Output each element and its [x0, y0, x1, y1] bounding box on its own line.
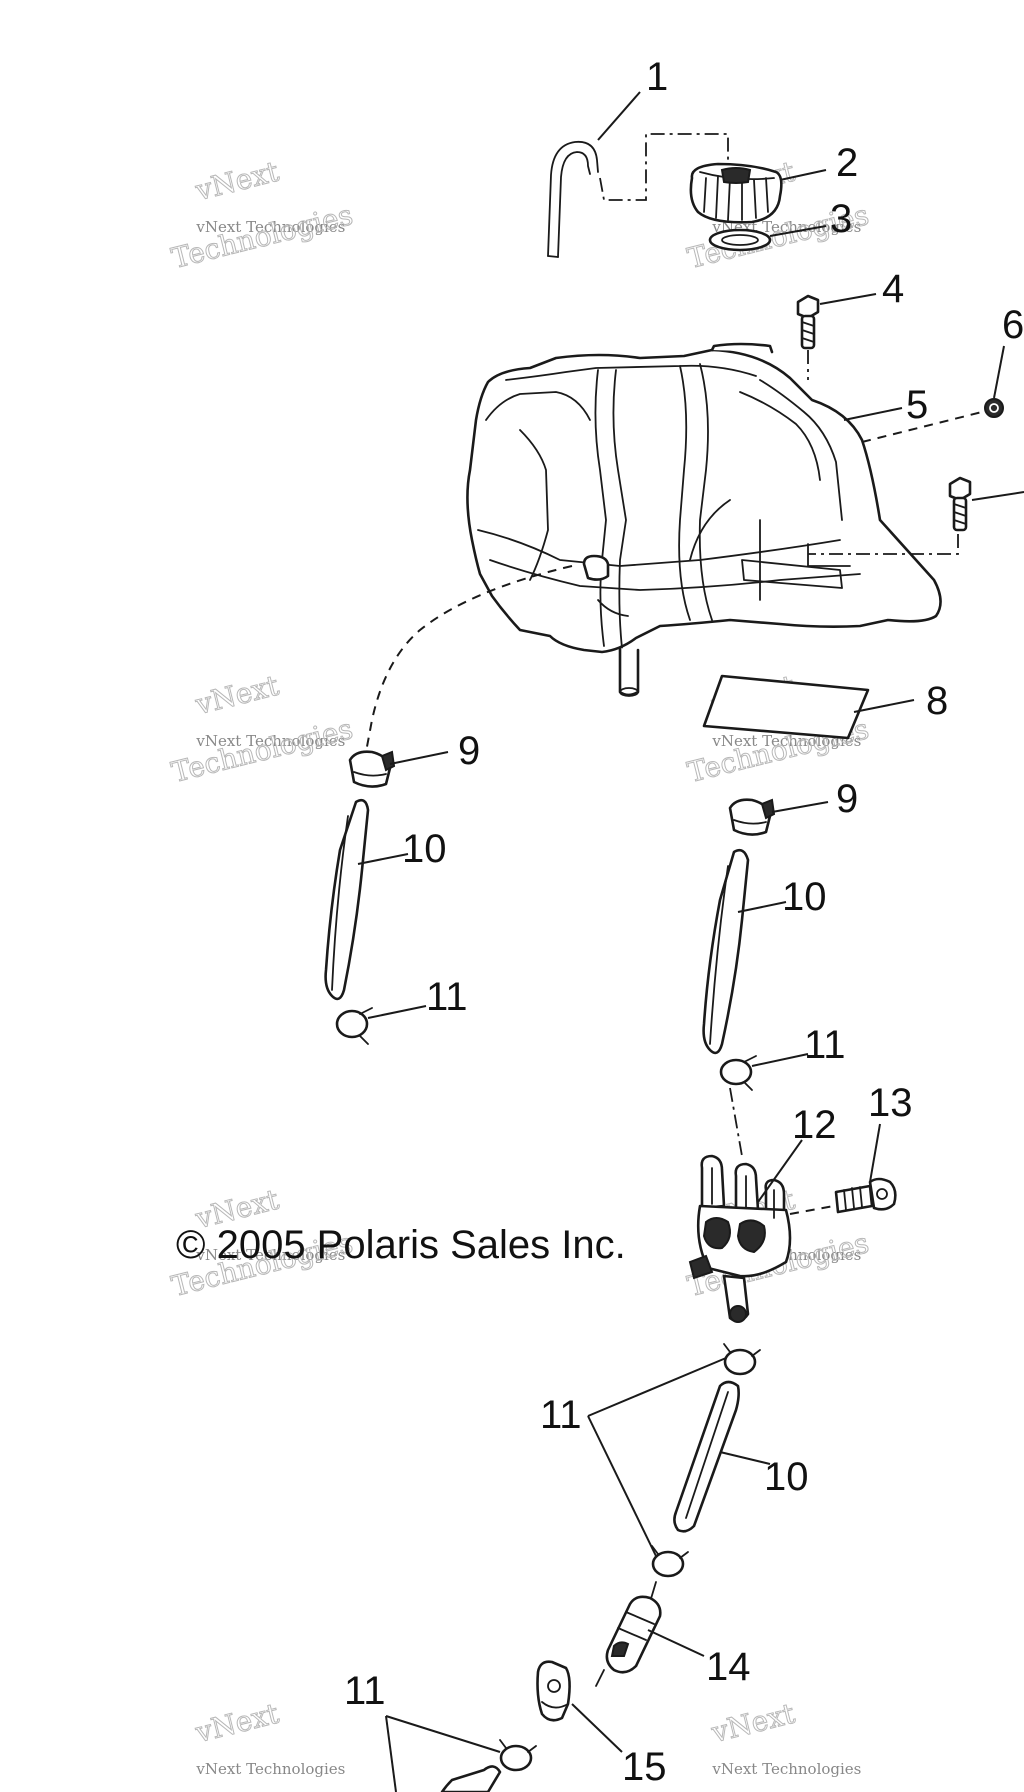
watermark-group-3: vNext vNext Technologies Technologies [168, 668, 357, 789]
callout-11-right: 11 [804, 1023, 846, 1067]
leader-line-11-bottom-a [385, 1715, 501, 1753]
leader-line-13 [869, 1123, 881, 1183]
part-9-clamp-left[interactable] [348, 750, 396, 788]
part-4-bolt[interactable] [796, 294, 820, 350]
part-6-grommet[interactable] [984, 398, 1004, 418]
part-3-cap-gasket[interactable] [708, 228, 772, 252]
watermark-small-text: vNext Technologies [711, 1760, 861, 1778]
callout-4: 4 [882, 267, 904, 311]
callout-6: 6 [1002, 303, 1024, 347]
leader-line-1 [597, 91, 641, 141]
leader-line-9-left [389, 751, 449, 765]
part-8-decal[interactable] [702, 674, 870, 740]
part-11-clamp-lower-upper[interactable] [723, 1343, 761, 1376]
watermark-tilted-text: vNext [192, 1697, 283, 1750]
mount-bolt-alignment-line [808, 534, 959, 555]
watermark-group-8: vNext vNext Technologies [707, 1696, 861, 1778]
watermark-small-text: vNext Technologies [195, 1246, 345, 1264]
watermark-group-7: vNext vNext Technologies [191, 1696, 345, 1778]
watermark-small-text: vNext Technologies [195, 1760, 345, 1778]
leader-line-2 [779, 169, 827, 181]
part-11-clamp-left[interactable] [335, 1007, 373, 1045]
valve-bolt-alignment-line [789, 1205, 835, 1215]
part-10-fuel-hose-right[interactable] [702, 848, 750, 1055]
leader-line-7 [971, 491, 1024, 501]
leader-line-11-left [367, 1005, 427, 1019]
watermark-big-text: Technologies [168, 712, 356, 789]
part-12-fuel-valve[interactable] [688, 1154, 792, 1323]
callout-15: 15 [622, 1745, 667, 1789]
callout-11-bottom: 11 [344, 1669, 386, 1713]
grommet-alignment-line [861, 411, 983, 443]
leader-line-10-right [737, 901, 787, 913]
leader-line-8 [853, 699, 915, 713]
leader-line-4 [819, 293, 877, 305]
part-14-fuel-filter[interactable] [595, 1581, 662, 1687]
callout-9-right: 9 [836, 777, 858, 821]
callout-5: 5 [906, 383, 928, 427]
leader-line-5 [843, 407, 903, 421]
watermark-small-text: vNext Technologies [195, 218, 345, 236]
watermark-big-text: Technologies [168, 198, 356, 275]
leader-line-11-bottom-b [385, 1715, 397, 1792]
part-11-clamp-right[interactable] [719, 1055, 757, 1091]
copyright-notice: © 2005 Polaris Sales Inc. [176, 1223, 626, 1267]
callout-14: 14 [706, 1645, 751, 1689]
part-11-clamp-bottom[interactable] [499, 1739, 537, 1772]
fuel-hose-bottom-stub[interactable] [440, 1765, 502, 1792]
left-fuel-line-routing [365, 565, 573, 753]
callout-3: 3 [830, 197, 852, 241]
callout-11-left: 11 [426, 975, 468, 1019]
part-11-clamp-lower-lower[interactable] [651, 1545, 689, 1578]
callout-11-lower: 11 [540, 1393, 582, 1437]
callout-10-right: 10 [782, 875, 827, 919]
callout-10-left: 10 [402, 827, 447, 871]
part-10-fuel-hose-left[interactable] [324, 798, 370, 1001]
watermark-small-text: vNext Technologies [195, 732, 345, 750]
leader-line-12 [757, 1139, 803, 1203]
leader-line-14 [647, 1629, 705, 1657]
vent-hose-routing-line [599, 133, 729, 201]
watermark-tilted-text: vNext [192, 155, 283, 208]
tank-mount-bolt[interactable] [948, 476, 972, 532]
callout-12: 12 [792, 1103, 837, 1147]
watermark-tilted-text: vNext [708, 1697, 799, 1750]
valve-alignment-line [729, 1087, 743, 1157]
callout-10-lower: 10 [764, 1455, 809, 1499]
leader-line-10-lower [719, 1451, 771, 1465]
leader-line-6 [993, 345, 1005, 399]
part-15-hose-holder[interactable] [536, 1660, 571, 1722]
callout-9-left: 9 [458, 729, 480, 773]
leader-line-10-left [357, 853, 409, 865]
part-13-valve-bolt[interactable] [834, 1177, 897, 1214]
leader-line-11-lower-b [587, 1415, 657, 1557]
callout-1: 1 [646, 55, 668, 99]
callout-8: 8 [926, 679, 948, 723]
leader-line-11-lower-a [587, 1357, 727, 1417]
callout-2: 2 [836, 141, 858, 185]
part-5-fuel-tank[interactable] [466, 342, 942, 697]
part-9-clamp-right[interactable] [728, 798, 776, 836]
leader-line-9-right [771, 801, 829, 813]
part-1-vent-hose[interactable] [547, 140, 599, 258]
watermark-group-1: vNext vNext Technologies Technologies [168, 154, 357, 275]
part-10-fuel-hose-lower[interactable] [673, 1380, 740, 1533]
callout-13: 13 [868, 1081, 913, 1125]
leader-line-15 [571, 1703, 623, 1753]
leader-line-3 [769, 225, 827, 237]
part-2-fuel-cap[interactable] [689, 162, 783, 224]
leader-line-11-right [751, 1053, 809, 1067]
watermark-tilted-text: vNext [192, 669, 283, 722]
